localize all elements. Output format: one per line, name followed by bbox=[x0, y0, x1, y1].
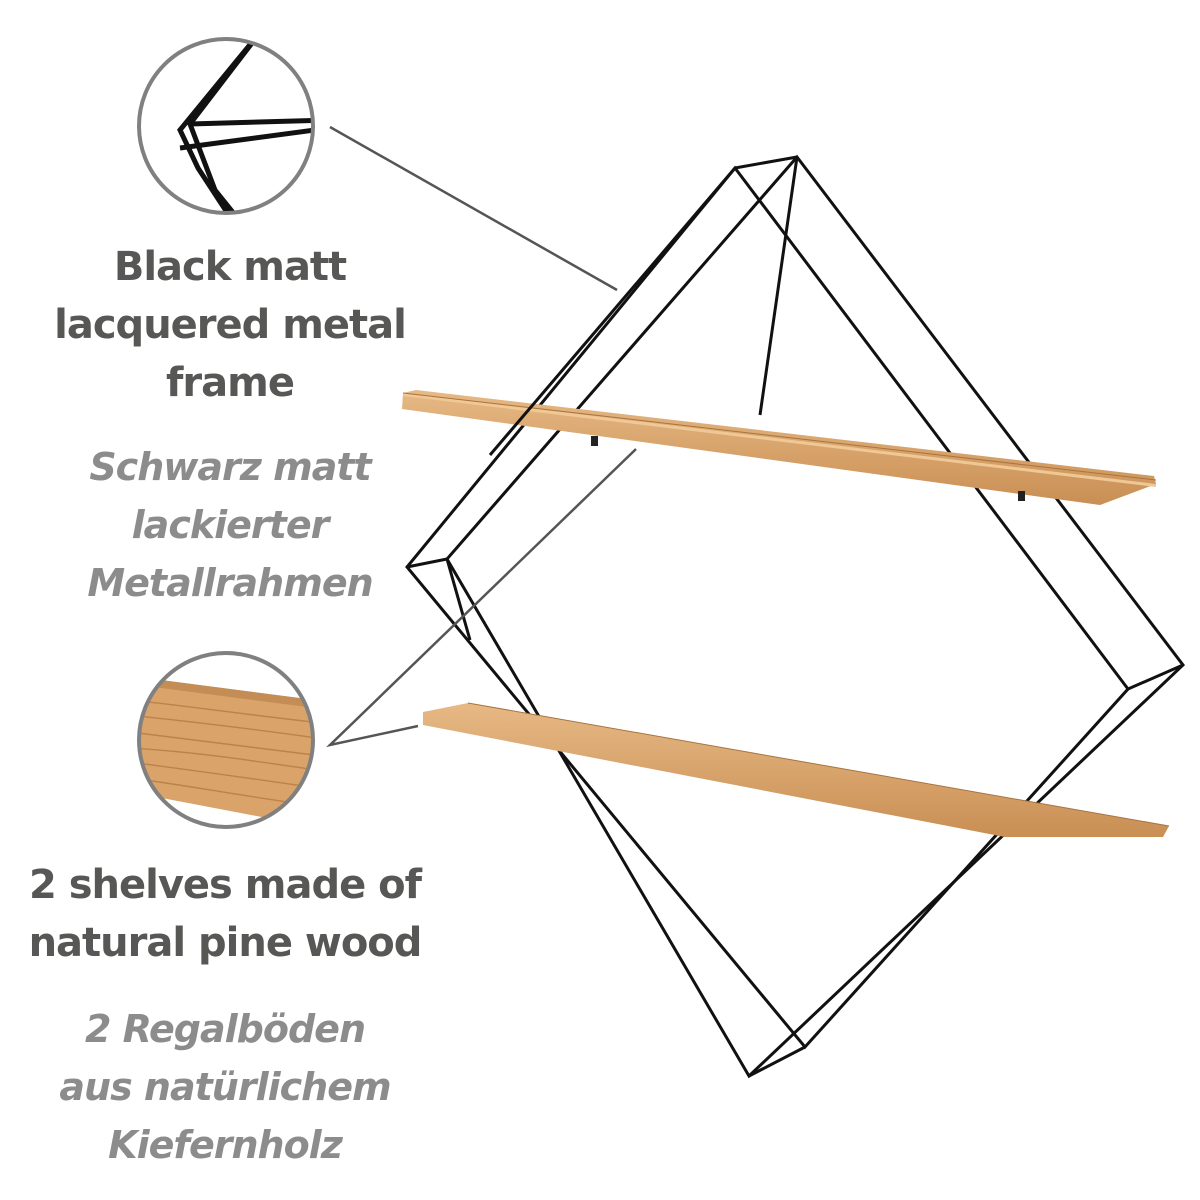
frame-title-de-line: Schwarz matt bbox=[89, 445, 371, 489]
frame-title-de-line: lackierter bbox=[131, 503, 330, 547]
frame-title-de-line: Metallrahmen bbox=[87, 561, 373, 605]
shelves-title-en-line: 2 shelves made of bbox=[28, 862, 422, 908]
shelves-title-de-line: Kiefernholz bbox=[108, 1123, 343, 1167]
frame-title-de: Schwarz matt lackierter Metallrahmen bbox=[40, 438, 420, 612]
wood-grain-detail-icon bbox=[137, 651, 315, 829]
shelves-title-en-line: natural pine wood bbox=[28, 920, 423, 966]
shelves-title-de-line: aus natürlichem bbox=[59, 1065, 391, 1109]
shelves-title-de-line: 2 Regalböden bbox=[84, 1007, 366, 1051]
top-shelf bbox=[402, 390, 1157, 505]
frame-title-en-line: Black matt bbox=[113, 244, 347, 290]
shelves-title-en: 2 shelves made of natural pine wood bbox=[20, 856, 430, 972]
bottom-shelf bbox=[423, 702, 1170, 837]
shelves-title-de: 2 Regalböden aus natürlichem Kiefernholz bbox=[30, 1000, 420, 1174]
metal-frame bbox=[405, 154, 1186, 1079]
frame-title-en-line: lacquered metal bbox=[54, 302, 407, 348]
metal-corner-detail-icon bbox=[137, 37, 315, 215]
leader-lines bbox=[325, 125, 637, 748]
frame-title-en: Black matt lacquered metal frame bbox=[40, 238, 420, 412]
frame-title-en-line: frame bbox=[166, 360, 295, 406]
